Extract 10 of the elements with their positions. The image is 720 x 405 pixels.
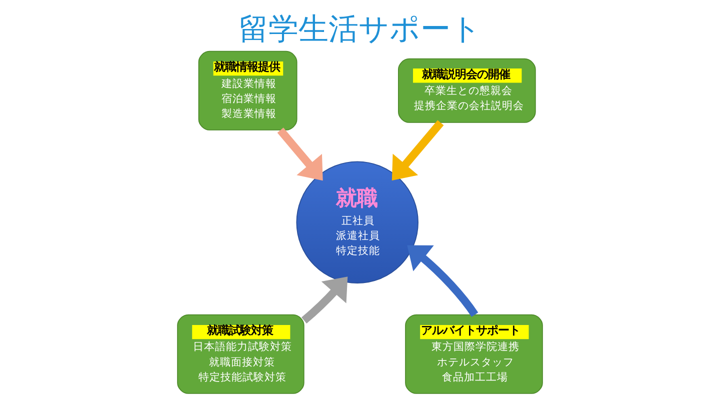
node-circle: 就職 正社員 派遣社員 特定技能	[296, 161, 418, 284]
node-box: アルバイトサポート 東方国際学院連携 ホテルスタッフ 食品加工工場	[405, 314, 543, 394]
arrow	[302, 276, 348, 324]
node-box: 就職試験対策 日本語能力試験対策 就職面接対策 特定技能試験対策	[177, 314, 304, 394]
node-box: 就職情報提供 建設業情報 宿泊業情報 製造業情報	[198, 50, 298, 130]
arrow	[277, 128, 323, 181]
node-box: 就職説明会の開催 卒業生との懇親会 提携企業の会社説明会	[398, 58, 536, 123]
arrow	[407, 245, 478, 317]
arrow	[392, 120, 444, 181]
diagram-title: 留学生活サポート	[238, 12, 482, 48]
